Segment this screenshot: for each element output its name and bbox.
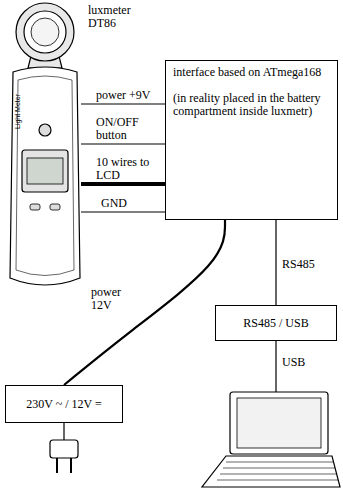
lcd-wires-label: 10 wires to LCD xyxy=(95,156,152,182)
lcd-wires xyxy=(81,182,165,186)
rs485-bus xyxy=(275,220,276,305)
button-wire xyxy=(81,143,165,144)
button-wire-label: ON/OFF button xyxy=(95,116,152,142)
luxmeter-drawing xyxy=(10,3,80,285)
box-title: interface based on ATmega168 xyxy=(173,66,330,79)
converter-box: RS485 / USB xyxy=(215,305,337,341)
box-label: RS485 / USB xyxy=(243,317,308,330)
device-print: Light Meter xyxy=(13,94,22,130)
box-label: 230V ~ / 12V = xyxy=(26,398,102,411)
box-note: (in reality placed in the battery compar… xyxy=(173,92,330,118)
ground-wire-label: GND xyxy=(100,197,128,210)
power-wire xyxy=(81,103,165,104)
device-title: luxmeter DT86 xyxy=(88,4,160,30)
ground-wire xyxy=(81,211,165,212)
power-cable xyxy=(64,220,225,385)
power-adapter-box: 230V ~ / 12V = xyxy=(5,385,123,423)
luxmeter: luxmeter DT86Light Meter xyxy=(5,0,81,290)
bus-label: RS485 xyxy=(281,258,316,271)
power-wire-label: power +9V xyxy=(95,89,151,102)
laptop-drawing xyxy=(202,392,340,487)
cable-label: USB xyxy=(281,356,306,369)
mains-plug xyxy=(50,423,78,473)
interface-box: interface based on ATmega168 (in reality … xyxy=(165,60,338,220)
usb-cable xyxy=(275,341,276,392)
power-cable-label: power 12V xyxy=(90,286,132,312)
